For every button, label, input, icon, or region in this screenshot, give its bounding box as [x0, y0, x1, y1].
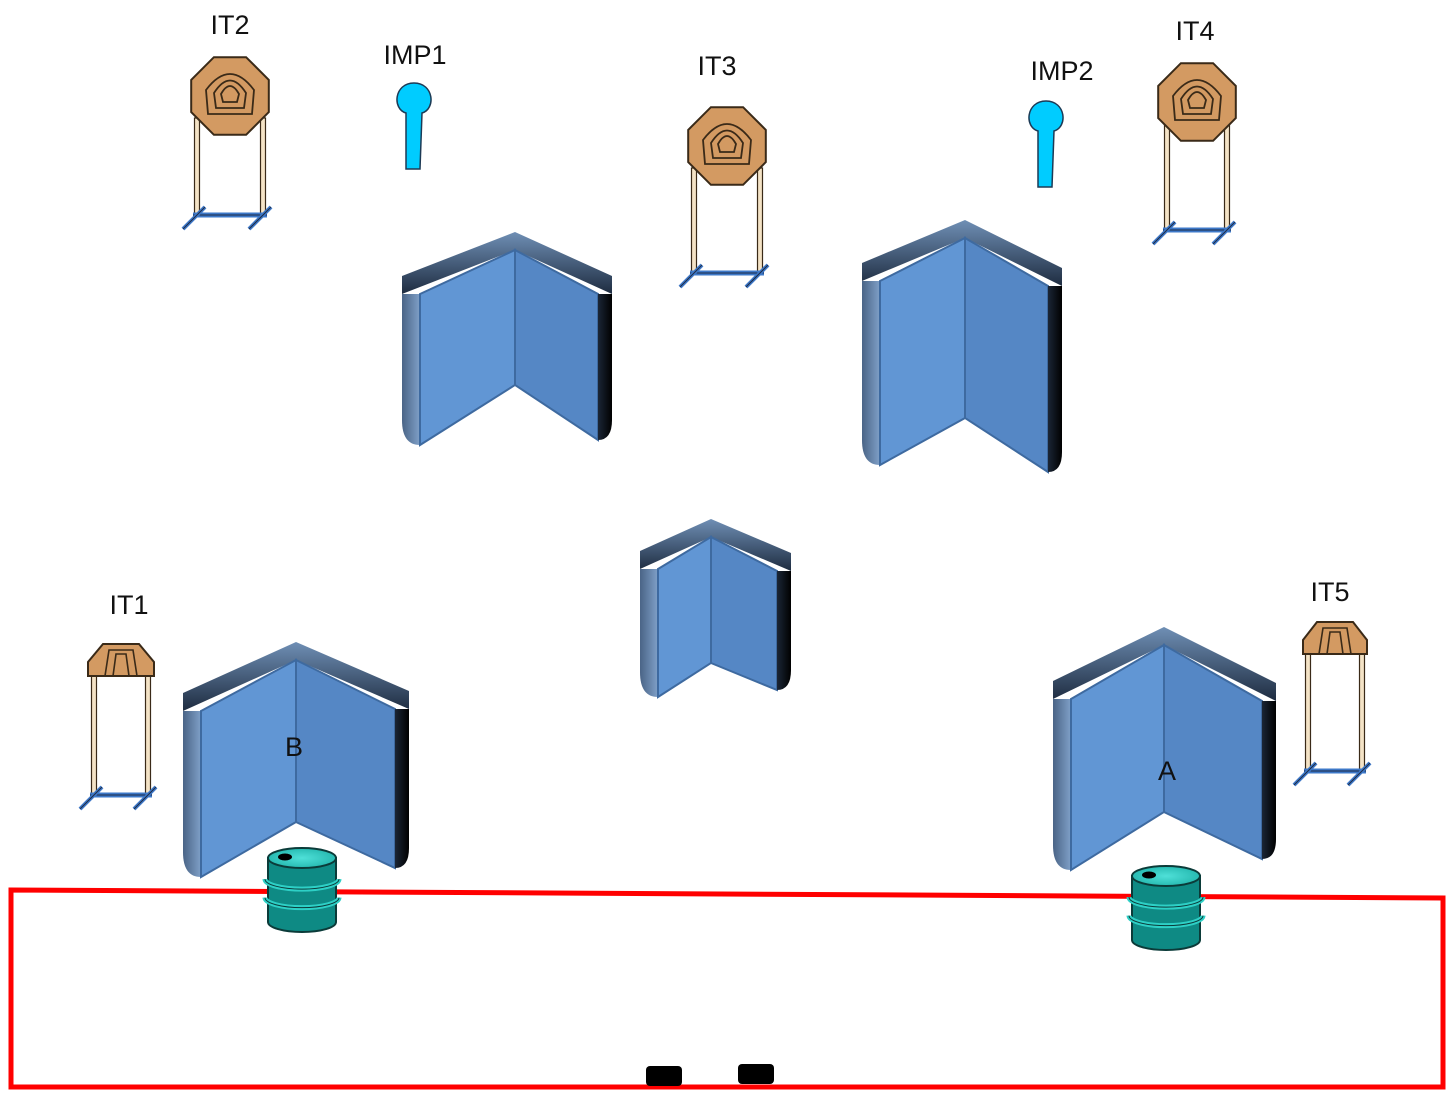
wall-lower-left — [183, 642, 409, 879]
wall-top-edge — [402, 232, 612, 294]
steel-plate — [190, 56, 270, 136]
steel-plate — [1302, 621, 1368, 655]
wall-left-edge — [640, 569, 658, 697]
shooting-area-boundary — [8, 887, 1446, 1090]
target-stand — [1151, 123, 1237, 246]
no-shoot-IMP1 — [396, 82, 432, 170]
wall-right-edge — [395, 709, 409, 868]
wall-right-edge — [598, 294, 612, 440]
wall-top-edge — [640, 519, 791, 571]
label-IT1: IT1 — [109, 590, 149, 620]
wall-lower-right — [1053, 627, 1276, 872]
target-IT2 — [181, 56, 273, 231]
target-stand — [181, 117, 273, 231]
target-stand — [678, 167, 770, 289]
label-IMP1: IMP1 — [383, 40, 447, 70]
wall-right-edge — [1262, 701, 1276, 859]
wall-left-face — [657, 535, 712, 699]
label-IT2: IT2 — [210, 10, 250, 40]
no-shoot-IMP2 — [1028, 100, 1064, 188]
start-marker-left — [646, 1066, 682, 1086]
target-IT3 — [678, 106, 770, 289]
label-IT4: IT4 — [1175, 16, 1215, 46]
steel-plate — [87, 643, 155, 677]
start-marker-right — [738, 1064, 774, 1084]
label-IMP2: IMP2 — [1030, 56, 1094, 86]
label-barrel-B: B — [284, 732, 304, 762]
wall-top-edge — [862, 220, 1062, 286]
label-IT5: IT5 — [1310, 577, 1350, 607]
wall-center — [640, 519, 791, 699]
wall-left-edge — [1053, 699, 1071, 870]
barrel-B — [262, 847, 342, 933]
barrel-A — [1126, 865, 1206, 951]
target-IT4 — [1151, 62, 1237, 246]
label-barrel-A: A — [1157, 756, 1177, 786]
target-IT1 — [78, 643, 158, 811]
wall-right-edge — [1048, 286, 1062, 472]
wall-left-edge — [402, 294, 420, 445]
target-stand — [1292, 653, 1372, 787]
target-stand — [78, 675, 158, 811]
steel-plate — [687, 106, 767, 186]
wall-upper-right — [862, 220, 1062, 474]
wall-upper-left — [402, 232, 612, 447]
wall-top-edge — [1053, 627, 1276, 701]
wall-left-face — [879, 236, 966, 467]
wall-right-edge — [777, 571, 791, 690]
label-IT3: IT3 — [697, 51, 737, 81]
wall-right-face — [964, 236, 1049, 474]
wall-top-edge — [183, 642, 409, 711]
wall-left-edge — [862, 281, 880, 465]
target-IT5 — [1292, 621, 1372, 787]
wall-left-edge — [183, 711, 201, 877]
steel-plate — [1157, 62, 1237, 142]
